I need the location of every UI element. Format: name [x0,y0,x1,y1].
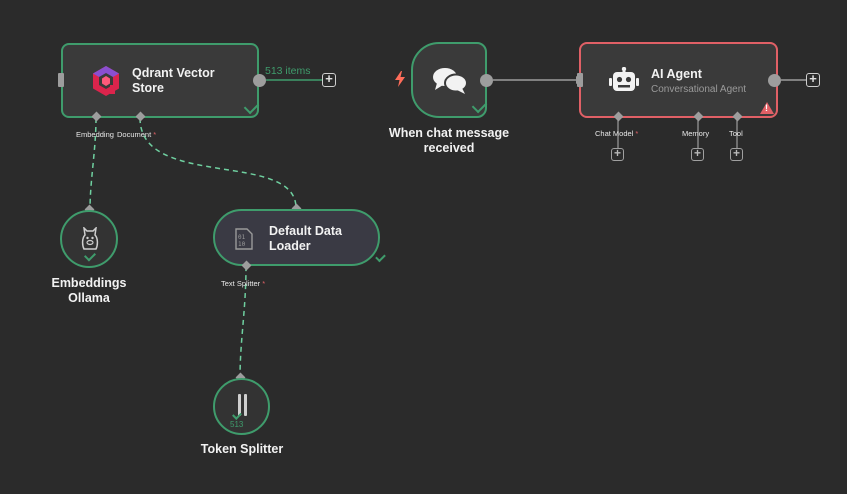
qdrant-add-node-button[interactable]: + [322,72,336,87]
qdrant-vector-store-node[interactable]: Qdrant Vector Store [61,43,260,118]
add-chat-model-button[interactable]: + [611,147,624,161]
ai-agent-add-node-button[interactable]: + [806,72,820,87]
embedding-link [89,117,97,211]
qdrant-input-handle[interactable] [58,73,64,87]
llama-icon [81,227,99,250]
text-splitter-label-text: Text Splitter [221,279,261,288]
token-splitter-node[interactable]: 513 [213,378,270,435]
chat-trigger-node[interactable] [411,42,488,118]
embedding-label-text: Embedding [76,130,114,139]
text-splitter-link [239,265,247,379]
svg-text:10: 10 [238,241,246,248]
chat-model-label-text: Chat Model [595,129,634,138]
ollama-success-check-icon [83,249,97,262]
tool-label: Tool [729,129,743,138]
qdrant-document-label: Document* [117,130,156,139]
qdrant-embedding-label: Embedding [76,130,114,139]
token-splitter-count: 513 [230,420,244,429]
qdrant-title: Qdrant Vector Store [132,66,215,95]
document-label-text: Document [117,130,152,139]
chat-trigger-title: When chat message received [388,126,510,155]
document-link [139,117,297,209]
chat-bubbles-icon [433,68,468,94]
ai-agent-node[interactable]: AI Agent Conversational Agent [579,42,778,118]
split-bars-icon [238,394,247,416]
text-splitter-required-mark: * [262,279,266,288]
ai-agent-title: AI Agent [651,67,702,81]
embeddings-ollama-title: Embeddings Ollama [51,276,127,305]
ai-agent-input-handle[interactable] [577,73,583,87]
ai-agent-output-handle[interactable] [768,74,781,87]
trigger-output-handle[interactable] [480,74,493,87]
add-memory-button[interactable]: + [691,147,704,161]
embeddings-ollama-node[interactable] [60,210,118,268]
chat-model-label: Chat Model* [595,129,638,138]
qdrant-logo-icon [93,66,119,96]
trigger-bolt-icon [395,71,405,87]
trigger-success-check-icon [471,97,488,114]
text-splitter-label: Text Splitter* [221,279,265,288]
robot-icon [609,67,639,91]
ai-agent-subtitle: Conversational Agent [651,84,747,95]
memory-label: Memory [682,129,710,138]
svg-text:01: 01 [238,234,246,241]
qdrant-output-handle[interactable] [253,74,266,87]
data-loader-title: Default Data Loader [269,224,342,253]
ai-agent-warning-icon[interactable] [760,102,774,114]
qdrant-item-count: 513 items [265,65,311,77]
chat-model-required-mark: * [635,129,639,138]
default-data-loader-node[interactable]: 01 10 Default Data Loader [213,209,380,266]
qdrant-success-check-icon [243,98,260,115]
token-splitter-title: Token Splitter [200,442,284,456]
add-tool-button[interactable]: + [730,147,743,161]
binary-file-icon: 01 10 [235,228,253,250]
document-required-mark: * [153,130,157,139]
